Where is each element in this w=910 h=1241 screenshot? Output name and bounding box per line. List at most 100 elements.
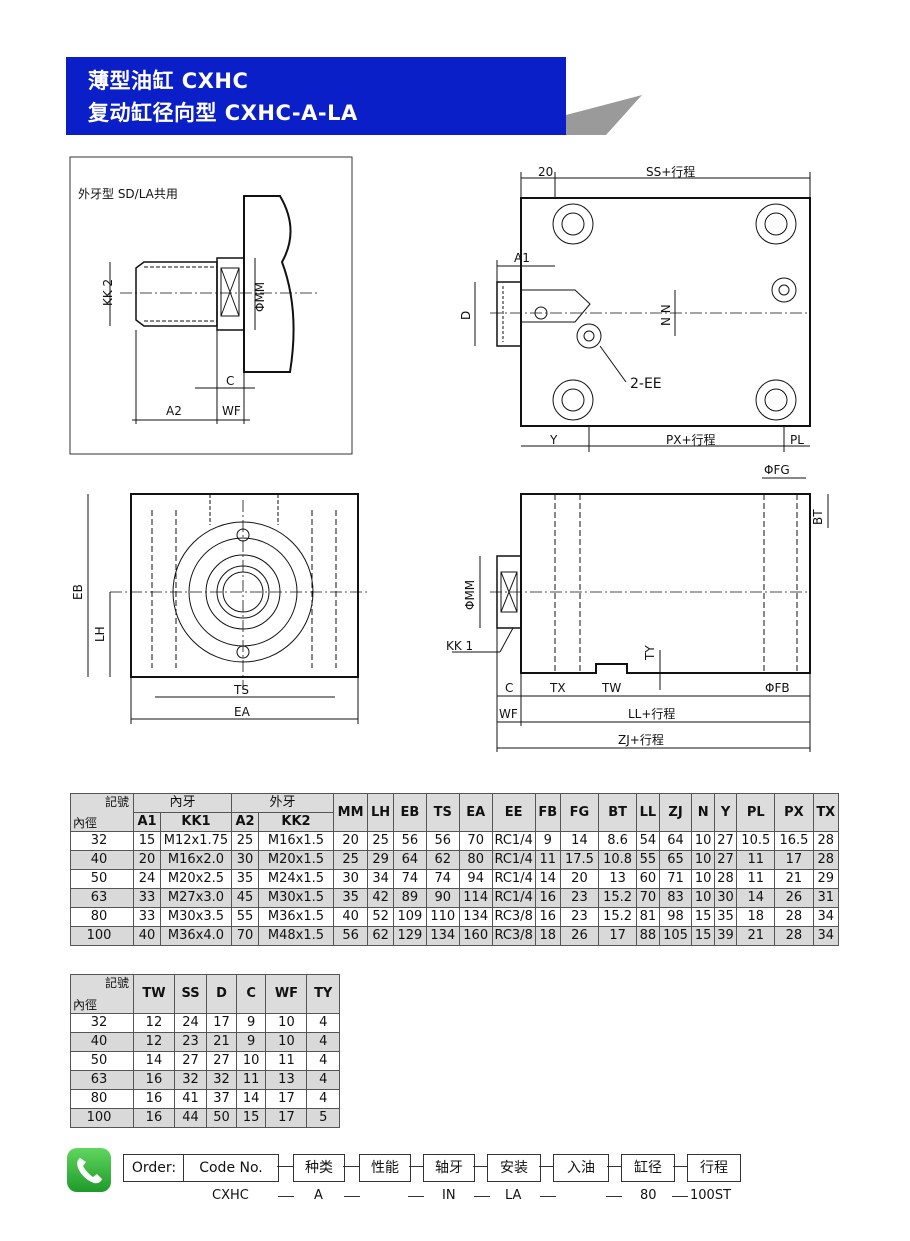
table-cell: 55 [231,907,259,927]
table-cell: 62 [425,850,460,870]
field-stroke: 行程 [687,1154,741,1182]
order-label: Order: [123,1154,185,1182]
title-line-1: 薄型油缸 CXHC [88,69,249,93]
row-bore-size: 32 [70,831,134,851]
order-dash [409,1166,423,1167]
col-header: ZJ [658,793,693,832]
table-cell: 16 [133,1070,175,1090]
corner-top: 記號 [104,795,129,809]
table-cell: M16x1.5 [258,831,334,851]
table-cell: 81 [636,907,660,927]
code-value-type: A [314,1188,323,1203]
table-cell: 30 [713,888,738,908]
code-value-mounting: LA [505,1188,522,1203]
table-cell: 35 [332,888,369,908]
code-dash [278,1196,294,1197]
table-cell: 11 [265,1051,308,1071]
label-ts: TS [233,683,249,697]
table-cell: 65 [658,850,693,870]
table-cell: 30 [231,850,259,870]
code-value-series: CXHC [212,1188,249,1203]
table-cell: 90 [425,888,460,908]
row-bore-size: 63 [70,1070,134,1090]
table-cell: 17 [206,1013,237,1033]
col-header: PX [774,793,814,832]
col-header: TW [133,974,175,1014]
table-cell: RC1/4 [491,850,536,870]
table-cell: 44 [173,1108,208,1128]
table-cell: 34 [367,869,394,889]
table-cell: 74 [425,869,460,889]
table-cell: M48x1.5 [258,926,334,946]
table-cell: 45 [231,888,259,908]
banner-fold-shape [566,95,642,135]
label-20: 20 [538,165,553,179]
table-cell: 25 [367,831,394,851]
label-a2: A2 [166,404,182,418]
label-y: Y [549,433,558,447]
table-cell: 21 [774,869,814,889]
col-header: N [691,793,715,832]
col-header: MM [332,793,369,832]
table-cell: 10 [265,1032,308,1052]
table-cell: 33 [133,888,161,908]
table-cell: 70 [636,888,660,908]
table-cell: 12 [133,1032,175,1052]
table-cell: 52 [367,907,394,927]
thread-detail-inset [69,156,353,455]
order-dash [473,1166,487,1167]
label-fg: ΦFG [764,463,790,477]
table-cell: 15 [691,907,715,927]
table-cell: 29 [367,850,394,870]
table-cell: 14 [133,1051,175,1071]
table-cell: 15.2 [598,888,638,908]
col-header: FG [559,793,600,832]
table-cell: 32 [173,1070,208,1090]
table-cell: 4 [306,1013,340,1033]
table-cell: 14 [534,869,561,889]
label-tx: TX [549,681,566,695]
table-cell: 42 [367,888,394,908]
table-cell: M27x3.0 [160,888,232,908]
label-fb: ΦFB [765,681,790,695]
table-cell: 83 [658,888,693,908]
row-bore-size: 100 [70,926,134,946]
code-value-thread: IN [442,1188,456,1203]
row-bore-size: 80 [70,907,134,927]
table-cell: 89 [392,888,427,908]
sub-header: A1 [133,812,161,832]
label-c-side: C [505,681,513,695]
table-cell: 64 [658,831,693,851]
table-cell: 134 [425,926,460,946]
table-cell: 20 [559,869,600,889]
table-cell: 23 [173,1032,208,1052]
col-header: PL [736,793,776,832]
label-px: PX+行程 [666,432,716,447]
table-cell: 18 [736,907,776,927]
table-cell: 74 [392,869,427,889]
field-bore: 缸径 [621,1154,675,1182]
table-cell: 60 [636,869,660,889]
table-cell: 15 [133,831,161,851]
table-cell: 28 [774,907,814,927]
label-d: D [459,311,473,320]
col-header: EB [392,793,427,832]
table-cell: 29 [812,869,840,889]
table-cell: 24 [173,1013,208,1033]
code-dash [672,1196,688,1197]
table-cell: M20x1.5 [258,850,334,870]
code-dash [540,1196,556,1197]
label-ea: EA [234,705,251,719]
table-cell: 129 [392,926,427,946]
label-mm-inset: ΦMM [253,282,267,312]
table-cell: 94 [458,869,493,889]
title-line-2: 复动缸径向型 CXHC-A-LA [88,101,358,125]
table-cell: 114 [458,888,493,908]
table-cell: 62 [367,926,394,946]
code-value-stroke: 100ST [690,1188,732,1203]
